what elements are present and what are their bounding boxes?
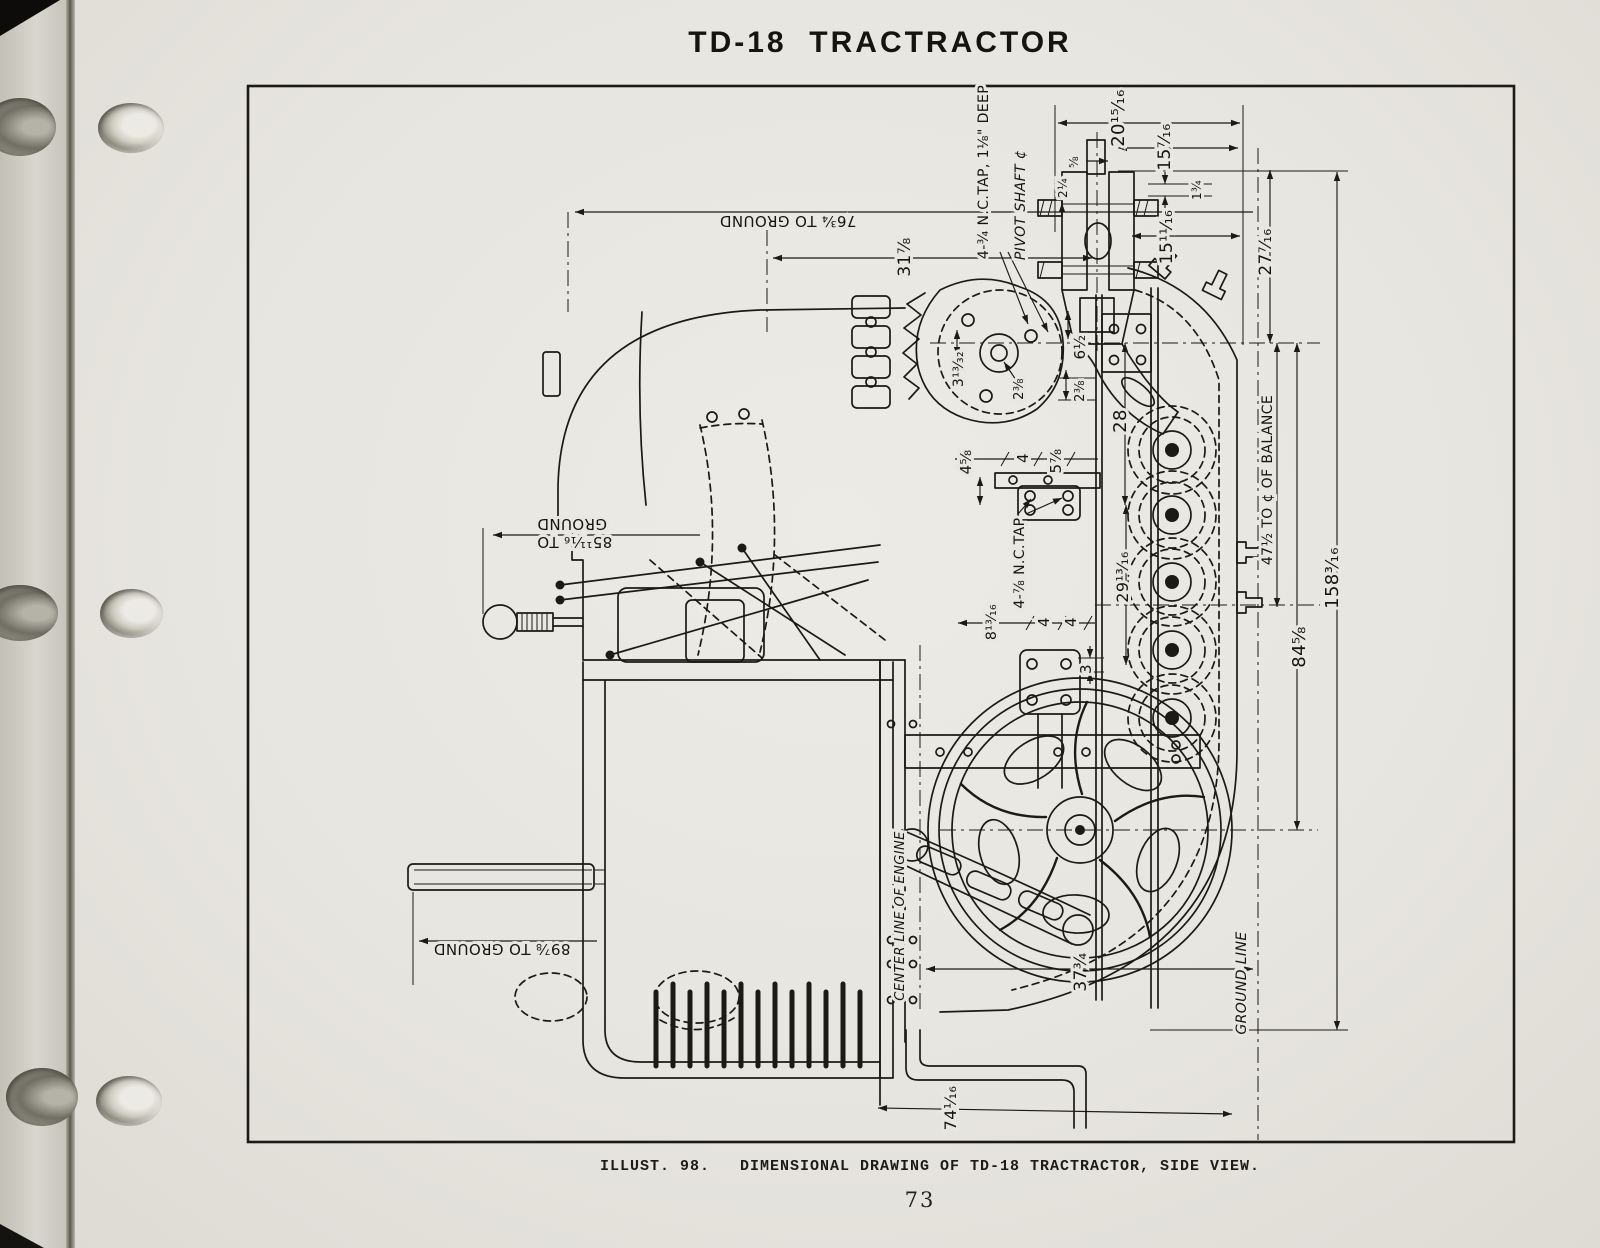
dim-2-1-4: 2¼ [1056,178,1070,198]
dim-5-7-8: 5⅞ [1047,449,1065,474]
binder-hole-partial-2 [0,585,58,641]
binder-hole-1 [98,103,164,153]
dimension-lines [412,105,1348,1140]
dim-85-11-16-to-ground: 85¹¹⁄₁₆ TO GROUND [532,515,613,551]
binder-hole-partial-3 [6,1068,78,1126]
dim-2-3-8-b: 2⅜ [1073,380,1088,402]
binder-hole-partial-1 [0,98,56,156]
page-number: 73 [904,1188,936,1212]
dim-20-15-16: 20¹⁵⁄₁₆ [1108,89,1129,147]
dim-1-3-4: 1¾ [1190,180,1204,200]
dim-4-b: 4 [1035,617,1053,627]
dim-3: 3 [1077,664,1095,674]
dim-4-a: 4 [1014,453,1032,463]
dim-31-7-8: 31⅞ [895,237,915,276]
page-title: TD-18 TRACTRACTOR [688,26,1072,59]
dim-37-3-4: 37¾ [1071,952,1091,991]
center-line-engine-label: CENTER LINE OF ENGINE [893,831,908,1001]
dim-8-13-16: 8¹³⁄₁₆ [984,604,1000,640]
tractor-outline [407,132,1263,1129]
dim-4-c: 4 [1062,617,1080,627]
dim-84-5-8: 84⅝ [1289,626,1310,668]
dim-74-1-16: 74¹⁄₁₆ [941,1086,960,1131]
page-gutter [66,0,75,1248]
ground-line-label: GROUND LINE [1234,931,1250,1034]
dim-5-8: ⅝ [1067,156,1081,168]
dim-15-11-16: 15¹¹⁄₁₆ [1157,210,1177,265]
nc-tap-78-label: 4-⅞ N.C.TAP [1012,517,1028,608]
dimension-labels: 20¹⁵⁄₁₆ 15⁷⁄₁₆ ⅝ 2¼ 1¾ 15¹¹⁄₁₆ 27⁷⁄₁₆ PI… [431,82,1346,1133]
pivot-shaft-label: PIVOT SHAFT ¢ [1013,150,1029,260]
dim-76-3-4-to-ground: 76¾ TO GROUND [720,212,857,230]
dim-6-1-2: 6½ [1071,335,1089,360]
binder-hole-2 [100,589,163,638]
binder-hole-3 [96,1076,162,1126]
dim-4-5-8: 4⅝ [957,450,975,475]
dim-27-7-16: 27⁷⁄₁₆ [1256,228,1276,275]
nc-tap-34-label: 4-¾ N.C.TAP, 1⅛" DEEP [976,85,992,259]
pivot-shaft-clevis [1037,132,1179,435]
dim-29-13-16: 29¹³⁄₁₆ [1113,551,1132,603]
dim-3-13-32: 3¹³⁄₃₂ [951,351,967,387]
dim-15-7-16: 15⁷⁄₁₆ [1155,123,1175,170]
drawing-frame [246,84,1516,1144]
dim-89-7-8-to-ground: 89⅞ TO GROUND [434,940,571,958]
dim-2-3-8-a: 2⅜ [1012,378,1027,400]
dim-158-3-16: 158³⁄₁₆ [1322,547,1343,609]
dim-28: 28 [1110,409,1131,433]
illustration-caption: ILLUST. 98. DIMENSIONAL DRAWING OF TD-18… [599,1158,1261,1175]
dim-47-1-2-to-balance: 47½ TO ¢ OF BALANCE [1260,395,1276,565]
